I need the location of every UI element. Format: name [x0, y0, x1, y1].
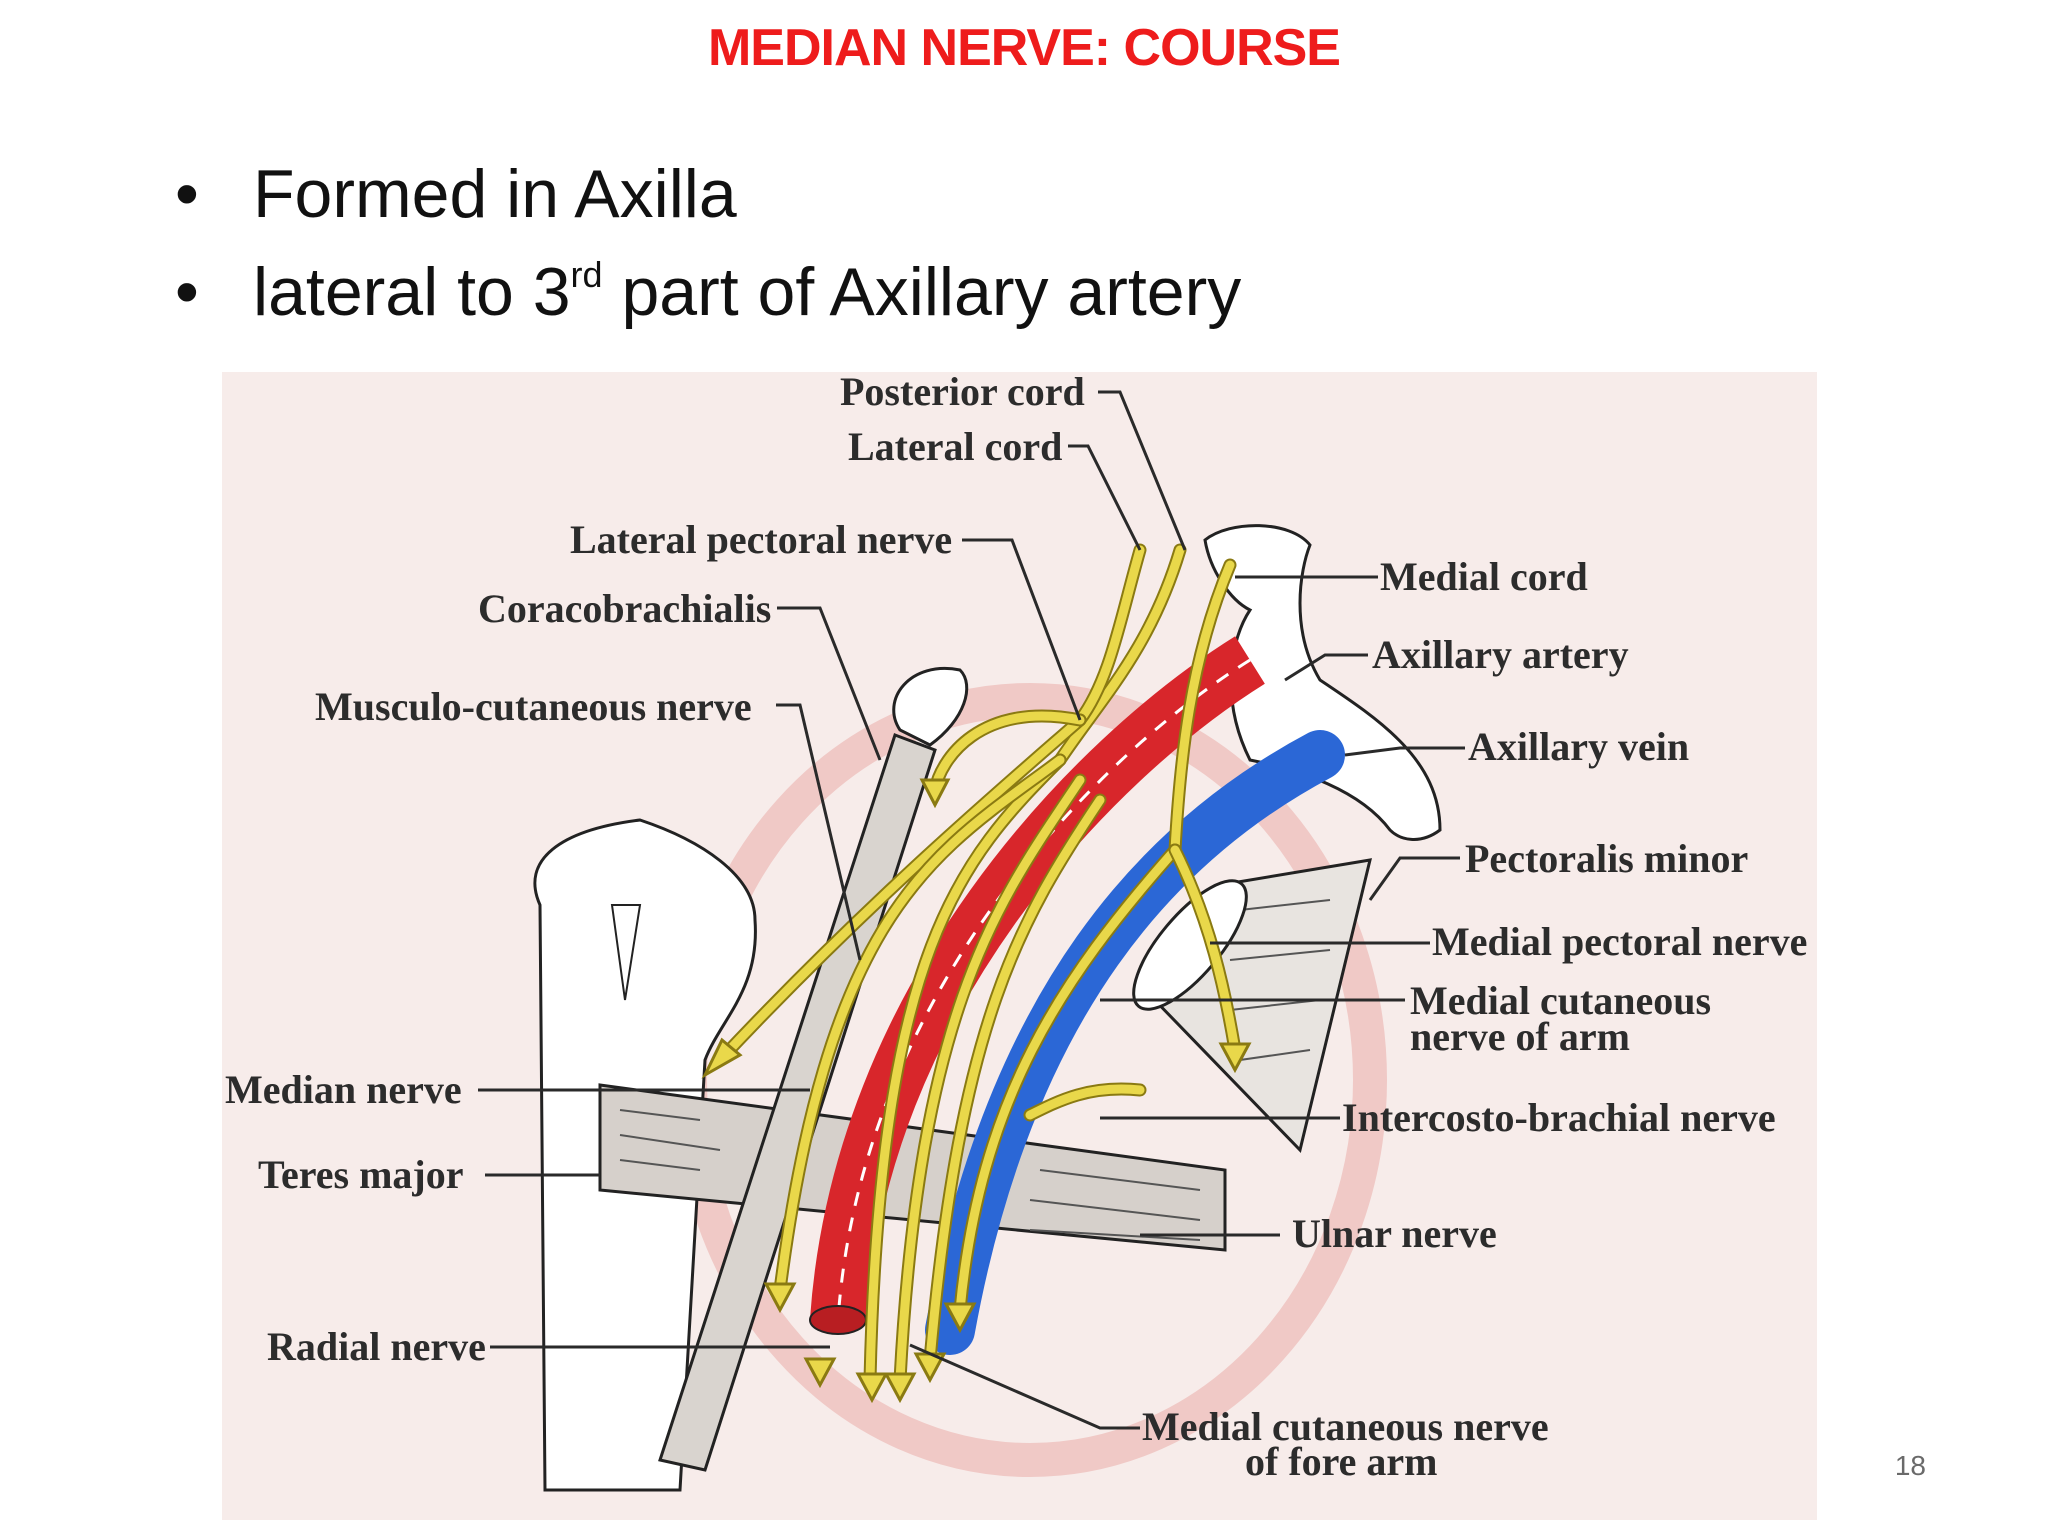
label-ulnar-nerve: Ulnar nerve	[1292, 1211, 1497, 1256]
median-nerve	[865, 755, 1065, 1385]
arrowhead	[803, 1357, 837, 1389]
arrowhead	[855, 1372, 889, 1404]
bullet-text: Formed in Axilla	[253, 156, 737, 232]
arrowhead	[943, 1302, 977, 1334]
label-axillary-artery: Axillary artery	[1372, 632, 1629, 677]
ordinal-superscript: rd	[570, 254, 603, 295]
medial-cutaneous-nerve-of-forearm	[925, 795, 1105, 1365]
medial-pectoral-nerve	[1170, 845, 1240, 1055]
bullet-text-start: lateral to 3	[253, 254, 571, 330]
arrowhead	[1218, 1042, 1252, 1074]
bullet-item: lateral to 3rd part of Axillary artery	[175, 243, 1241, 341]
medial-cutaneous-nerve-of-arm	[955, 845, 1180, 1315]
diagram-labels: Posterior cord Lateral cord Lateral pect…	[225, 369, 1807, 1484]
nerve-group	[713, 543, 1242, 1387]
musculocutaneous-nerve	[715, 715, 1085, 1065]
bullet-list: Formed in Axilla lateral to 3rd part of …	[175, 145, 1241, 341]
radial-nerve	[775, 755, 1065, 1295]
bone-groove	[610, 904, 642, 1001]
leader-lines	[478, 390, 1465, 1430]
label-medial-cord: Medial cord	[1380, 554, 1588, 599]
label-coracobrachialis: Coracobrachialis	[478, 586, 771, 631]
label-posterior-cord: Posterior cord	[840, 369, 1085, 414]
posterior-cord	[1055, 545, 1185, 765]
label-axillary-vein: Axillary vein	[1468, 724, 1689, 769]
label-median-nerve: Median nerve	[225, 1067, 462, 1112]
label-pectoralis-minor: Pectoralis minor	[1465, 836, 1748, 881]
label-medial-cutaneous-nerve-of-forearm-line-1: Medial cutaneous nerve	[1142, 1404, 1549, 1449]
arrowhead	[763, 1282, 797, 1314]
intercostobrachial-nerve	[1025, 1084, 1145, 1120]
arrowhead	[701, 1037, 743, 1079]
ulnar-nerve	[895, 775, 1085, 1385]
label-radial-nerve: Radial nerve	[267, 1324, 486, 1369]
page-number: 18	[1894, 1450, 1926, 1481]
arrowhead	[919, 778, 951, 809]
label-lateral-cord: Lateral cord	[848, 424, 1062, 469]
medial-cord	[1170, 560, 1235, 855]
label-medial-cutaneous-nerve-of-arm-line-1: Medial cutaneous	[1410, 978, 1711, 1023]
bullet-item: Formed in Axilla	[175, 145, 1241, 243]
label-medial-cutaneous-nerve-of-arm-line-2: nerve of arm	[1410, 1014, 1630, 1059]
lateral-pectoral-nerve	[930, 711, 1085, 795]
label-teres-major: Teres major	[258, 1152, 464, 1197]
teres-major-hatching	[619, 1109, 1201, 1241]
pectoralis-minor-hatching	[1229, 899, 1331, 1061]
slide-title: MEDIAN NERVE: COURSE	[707, 19, 1341, 77]
label-medial-cutaneous-nerve-of-forearm-line-2: of fore arm	[1245, 1439, 1438, 1484]
label-musculocutaneous-nerve: Musculo-cutaneous nerve	[315, 684, 752, 729]
label-medial-pectoral-nerve: Medial pectoral nerve	[1432, 919, 1807, 964]
coracoid-process	[892, 667, 969, 747]
arrowhead	[883, 1372, 917, 1404]
label-lateral-pectoral-nerve: Lateral pectoral nerve	[570, 517, 952, 562]
bullet-text-end: part of Axillary artery	[602, 254, 1242, 330]
artery-centre-line	[836, 658, 1251, 1321]
artery-cut-end	[809, 1305, 867, 1335]
lateral-cord	[1075, 545, 1145, 725]
nerve-arrowheads	[701, 778, 1252, 1404]
label-intercostobrachial-nerve: Intercosto-brachial nerve	[1342, 1095, 1776, 1140]
